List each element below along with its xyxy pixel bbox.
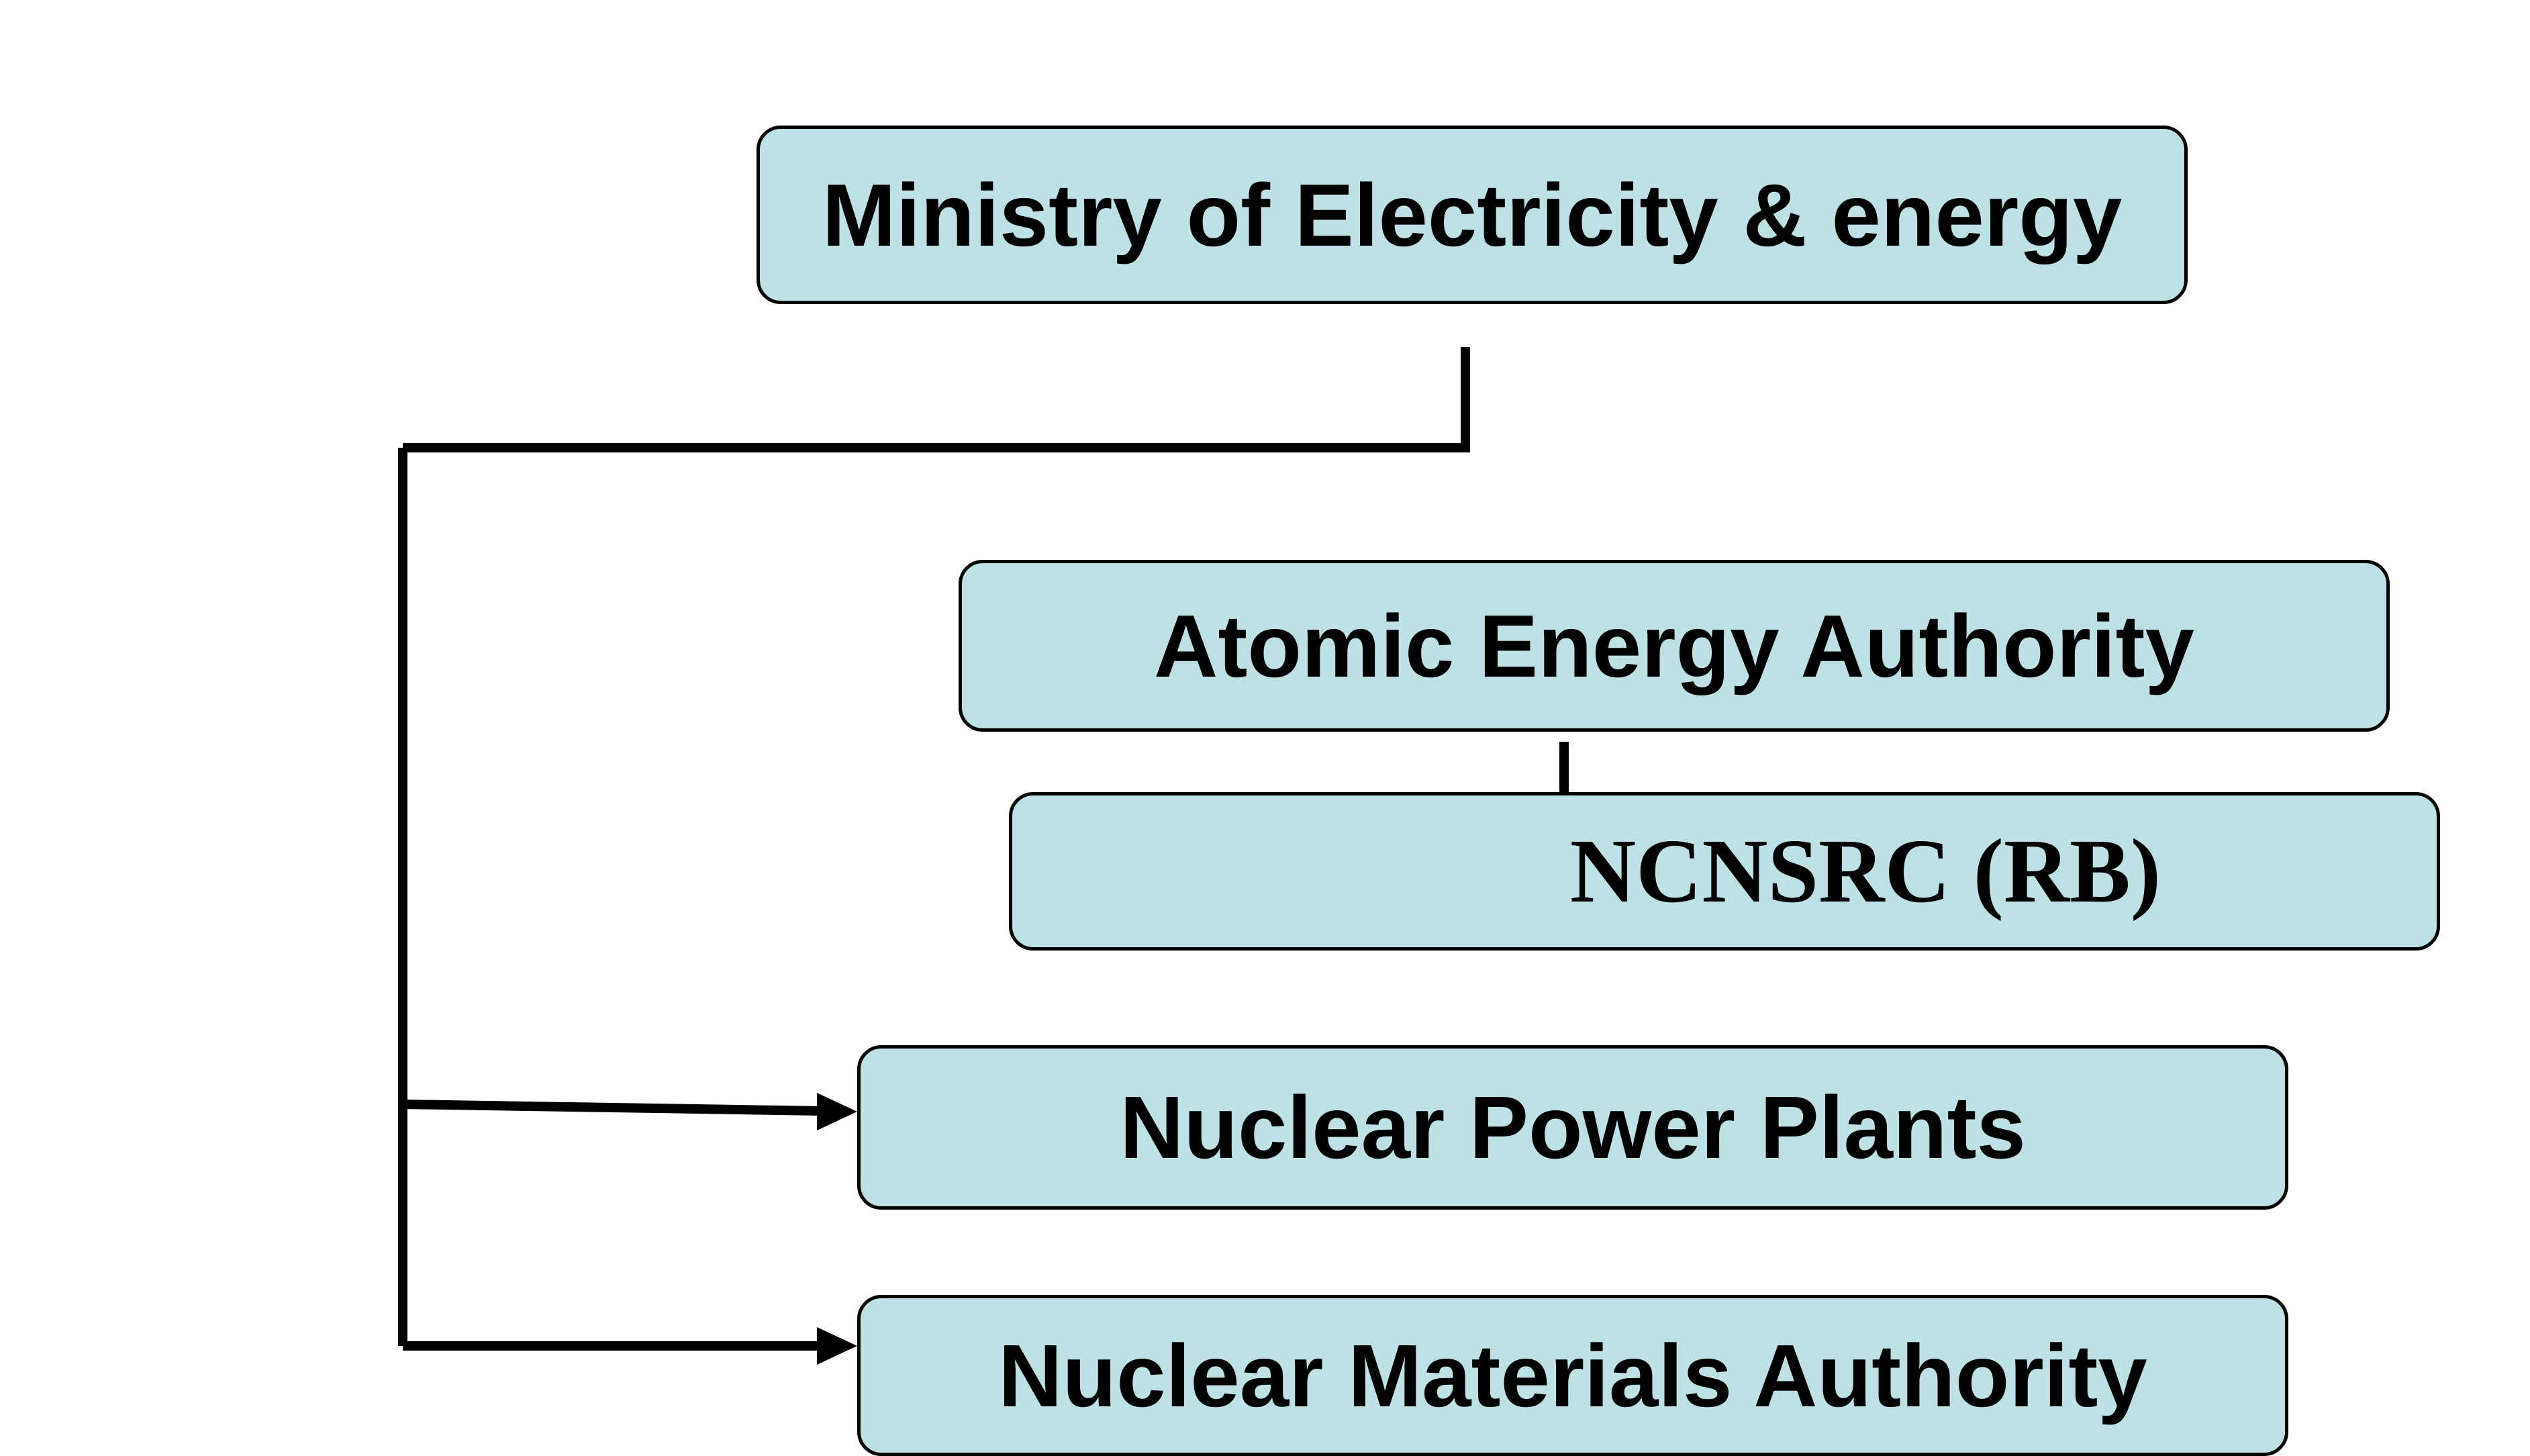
connector-to-nuclear-power-plants: [402, 1100, 823, 1116]
node-nuclear-power-plants: Nuclear Power Plants: [857, 1045, 2288, 1210]
node-ministry-label: Ministry of Electricity & energy: [822, 165, 2123, 264]
node-nuclear-power-plants-label: Nuclear Power Plants: [1120, 1078, 2026, 1177]
node-atomic-energy-authority: Atomic Energy Authority: [959, 560, 2390, 732]
arrowhead-nuclear-materials-authority: [817, 1327, 857, 1365]
node-atomic-energy-authority-label: Atomic Energy Authority: [1154, 596, 2194, 695]
node-nuclear-materials-authority-label: Nuclear Materials Authority: [998, 1326, 2147, 1425]
node-ncnsrc-label: NCNSRC (RB): [1569, 821, 2161, 922]
connector-ministry-branch: [403, 347, 1470, 452]
node-nuclear-materials-authority: Nuclear Materials Authority: [857, 1295, 2288, 1456]
node-ministry: Ministry of Electricity & energy: [757, 126, 2188, 304]
arrowhead-nuclear-power-plants: [817, 1093, 857, 1130]
node-ncnsrc: NCNSRC (RB): [1009, 792, 2440, 951]
